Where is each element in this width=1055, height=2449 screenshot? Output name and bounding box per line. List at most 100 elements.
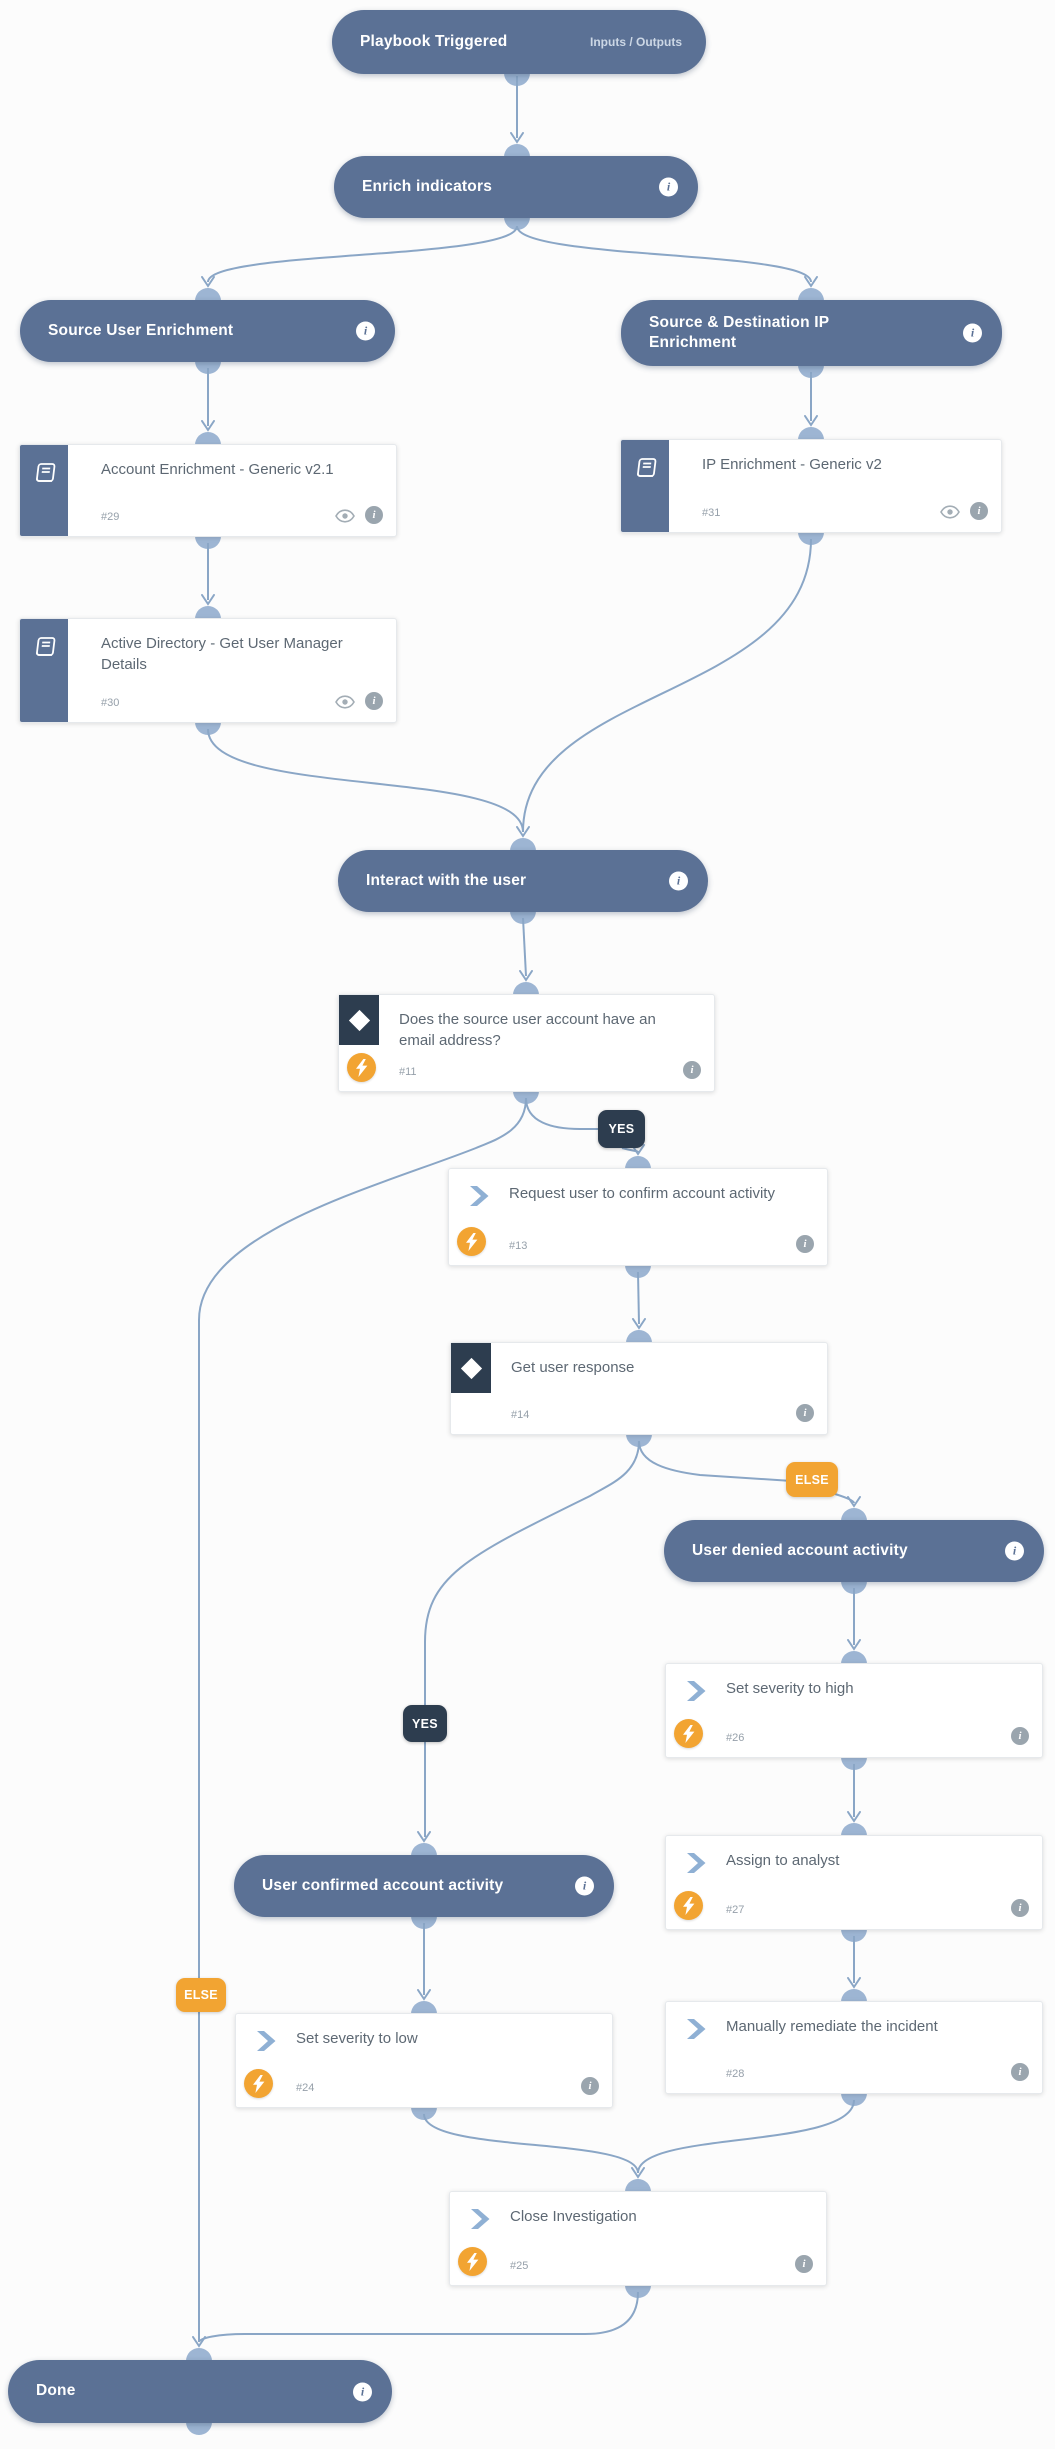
info-icon[interactable]: i (365, 506, 383, 524)
automation-bolt-icon (457, 1227, 486, 1256)
task-number: #13 (509, 1240, 528, 1252)
task-title: Set severity to high (726, 1680, 854, 1697)
node-email-condition[interactable]: Does the source user account have an ema… (338, 994, 715, 1092)
info-icon[interactable]: i (795, 2255, 813, 2273)
inputs-outputs-link[interactable]: Inputs / Outputs (590, 35, 682, 49)
task-number: #11 (399, 1066, 417, 1078)
task-title: Assign to analyst (726, 1852, 840, 1869)
edge-connector (516, 225, 812, 283)
arrowhead-icon (510, 132, 524, 144)
node-source-user-enrichment[interactable]: Source User Enrichment i (20, 300, 395, 362)
edge-connector (621, 1147, 639, 1153)
task-chevron-icon (686, 2018, 707, 2045)
info-icon[interactable]: i (581, 2077, 599, 2095)
info-icon[interactable]: i (963, 323, 982, 343)
info-icon[interactable]: i (970, 502, 988, 520)
automation-bolt-icon (458, 2247, 487, 2276)
node-playbook-triggered[interactable]: Playbook Triggered Inputs / Outputs (332, 10, 706, 74)
lightning-bolt-icon (683, 1896, 695, 1915)
task-number: #28 (726, 2068, 745, 2080)
task-chevron-icon (471, 2209, 490, 2229)
arrowhead-icon (201, 276, 215, 288)
edge-connector (198, 2291, 639, 2343)
arrowhead-icon (804, 276, 818, 288)
task-title: Close Investigation (510, 2208, 637, 2225)
task-title: Request user to confirm account activity (509, 1185, 775, 1202)
info-icon[interactable]: i (669, 871, 688, 891)
edge-connector (423, 2113, 639, 2174)
arrowhead-icon (417, 1989, 431, 2001)
automation-bolt-icon (244, 2069, 273, 2098)
eye-icon[interactable] (335, 509, 355, 523)
arrowhead-icon (804, 415, 818, 427)
diamond-shape (348, 1009, 370, 1031)
info-icon[interactable]: i (683, 1061, 701, 1079)
eye-icon[interactable] (335, 695, 355, 709)
playbook-book-icon (637, 458, 657, 477)
info-icon[interactable]: i (575, 1876, 594, 1896)
info-icon[interactable]: i (365, 692, 383, 710)
node-close-investigation[interactable]: Close Investigation #25 i (449, 2191, 827, 2286)
eye-icon[interactable] (940, 505, 960, 519)
edge-connector (207, 225, 518, 283)
info-icon[interactable]: i (1011, 2063, 1029, 2081)
info-icon[interactable]: i (796, 1404, 814, 1422)
edge-connector (198, 1097, 527, 2342)
group-title: Playbook Triggered (360, 32, 508, 50)
info-icon[interactable]: i (1011, 1727, 1029, 1745)
task-chevron-icon (256, 2030, 277, 2057)
yes-badge: YES (403, 1705, 447, 1742)
task-title: IP Enrichment - Generic v2 (702, 456, 882, 473)
task-title: Get user response (511, 1359, 635, 1376)
edge-connector (522, 917, 527, 977)
info-icon[interactable]: i (659, 177, 678, 197)
task-chevron-icon (257, 2031, 276, 2051)
node-request-confirm[interactable]: Request user to confirm account activity… (448, 1168, 828, 1266)
else-badge: ELSE (786, 1462, 838, 1497)
node-user-confirmed[interactable]: User confirmed account activity i (234, 1855, 614, 1917)
task-title: Active Directory - Get User Manager Deta… (101, 635, 343, 673)
info-icon[interactable]: i (1011, 1899, 1029, 1917)
task-chevron-icon (687, 1681, 706, 1701)
diamond-shape (460, 1357, 482, 1379)
task-title: Account Enrichment - Generic v2.1 (101, 461, 334, 478)
playbook-book-icon (36, 463, 56, 482)
playbook-task-strip (20, 619, 68, 722)
task-number: #25 (510, 2260, 529, 2272)
info-icon[interactable]: i (796, 1235, 814, 1253)
group-title: Source User Enrichment (48, 321, 234, 339)
condition-diamond-icon (339, 995, 379, 1045)
lightning-bolt-icon (356, 1058, 368, 1077)
info-icon[interactable]: i (353, 2382, 372, 2401)
arrowhead-icon (201, 594, 215, 606)
node-enrich-indicators[interactable]: Enrich indicators i (334, 156, 698, 218)
group-title: Enrich indicators (362, 177, 493, 195)
info-icon[interactable]: i (356, 321, 375, 341)
task-chevron-icon (470, 2208, 491, 2235)
edge-connector (424, 1440, 640, 1837)
task-number: #27 (726, 1904, 745, 1916)
node-assign-to-analyst[interactable]: Assign to analyst #27 i (665, 1835, 1043, 1930)
lightning-bolt-icon (466, 1232, 478, 1251)
arrowhead-icon (632, 1318, 646, 1330)
automation-bolt-icon (674, 1891, 703, 1920)
arrowhead-icon (847, 1639, 861, 1651)
group-title: User confirmed account activity (262, 1876, 504, 1894)
arrowhead-icon (201, 420, 215, 432)
task-chevron-icon (687, 1853, 706, 1873)
node-active-directory[interactable]: Active Directory - Get User Manager Deta… (19, 618, 397, 723)
playbook-task-strip (20, 445, 68, 536)
lightning-bolt-icon (467, 2252, 479, 2271)
info-icon[interactable]: i (1005, 1541, 1024, 1561)
